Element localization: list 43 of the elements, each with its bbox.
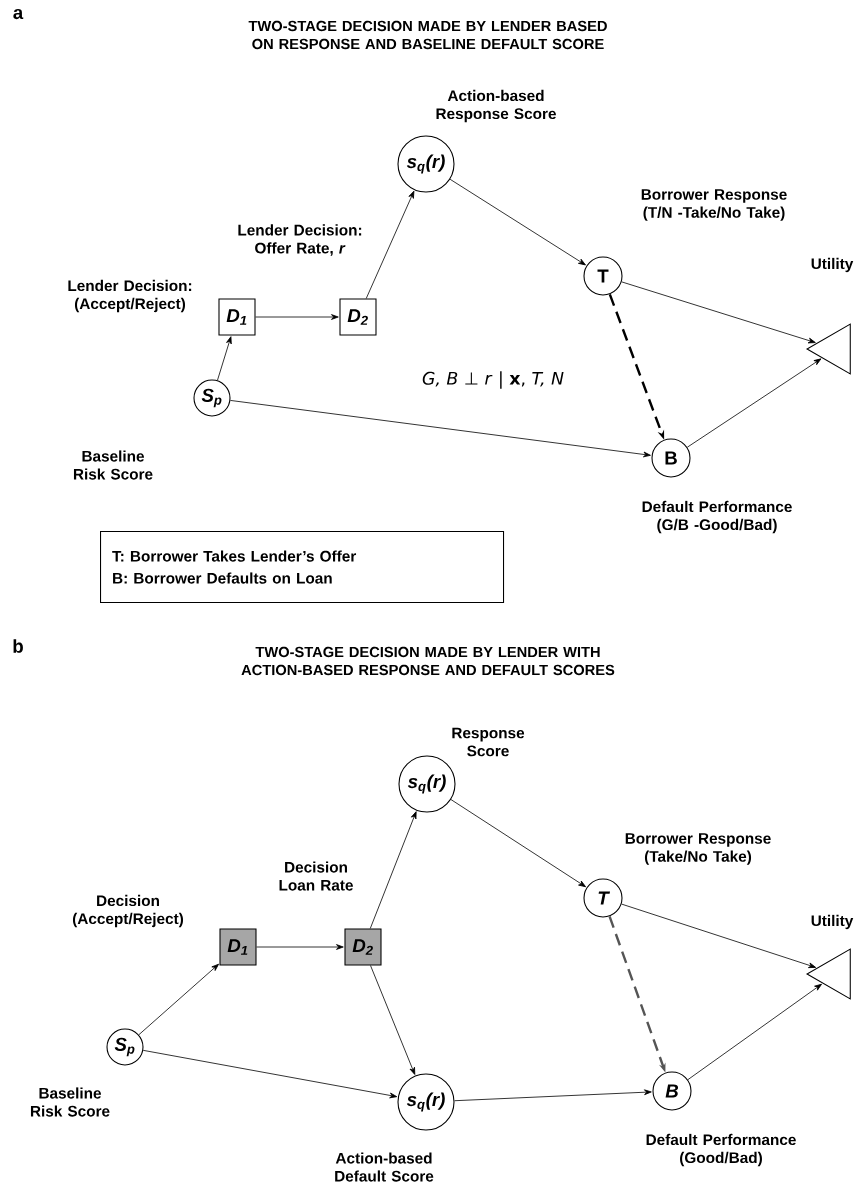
legend-text: T: Borrower Takes Lender’s Offer [112,550,357,562]
panel-letter: a [13,8,24,20]
decision-square: D$_{2}$ [344,928,382,966]
key-box [100,531,505,604]
decision-square: D$_{1}$ [218,298,256,336]
node-caption: Lender Decision: (Accept/Reject) [68,279,192,313]
arrow [142,1049,398,1099]
panel-title: TWO-STAGE DECISION MADE BY LENDER BASED ON RESPONSE AND BASELINE DEFAULT SCORE [248,20,607,50]
node-caption: Borrower Response (Take/No Take) [625,833,771,865]
arrow [370,965,416,1075]
independence-formula: G, B ⊥ r | x, T, N [422,371,564,389]
arrow [450,799,586,888]
arrow [369,811,417,929]
node-caption: Baseline Risk Score [73,450,153,480]
arrow [217,336,232,381]
decision-square: D$_{1}$ [219,928,257,966]
node-caption: Borrower Response (T/N -Take/No Take) [641,189,787,221]
node-caption: Response Score [452,727,525,757]
node-caption: Action-based Default Score [335,1152,434,1182]
node-caption: Action-based Response Score [436,89,556,123]
node-caption: Utility [811,914,854,930]
node-caption: Decision (Accept/Reject) [72,894,184,928]
arrow [449,178,586,266]
panel-letter: b [13,639,23,653]
arrow [365,190,415,299]
legend-text: B: Borrower Defaults on Loan [113,572,332,584]
arrow [255,314,339,320]
node-caption: Default Performance (G/B -Good/Bad) [642,500,792,534]
decision-square: D$_{2}$ [339,298,377,336]
arrow [621,281,816,344]
arrow [621,903,817,968]
arrow [686,358,822,448]
node-caption: Decision Loan Rate [279,861,353,891]
arrow [687,983,822,1081]
arrow [256,944,344,950]
node-caption: Default Performance (Good/Bad) [646,1133,796,1167]
node-caption: Utility [811,257,854,273]
node-caption: Lender Decision: Offer Rate, r [238,224,362,256]
arrow [230,400,651,458]
node-caption: Baseline Risk Score [30,1087,110,1117]
arrow [454,1089,652,1102]
arrow [138,963,219,1036]
panel-title: TWO-STAGE DECISION MADE BY LENDER WITH ACTION-BASED RESPONSE AND DEFAULT SCORES [241,646,615,676]
